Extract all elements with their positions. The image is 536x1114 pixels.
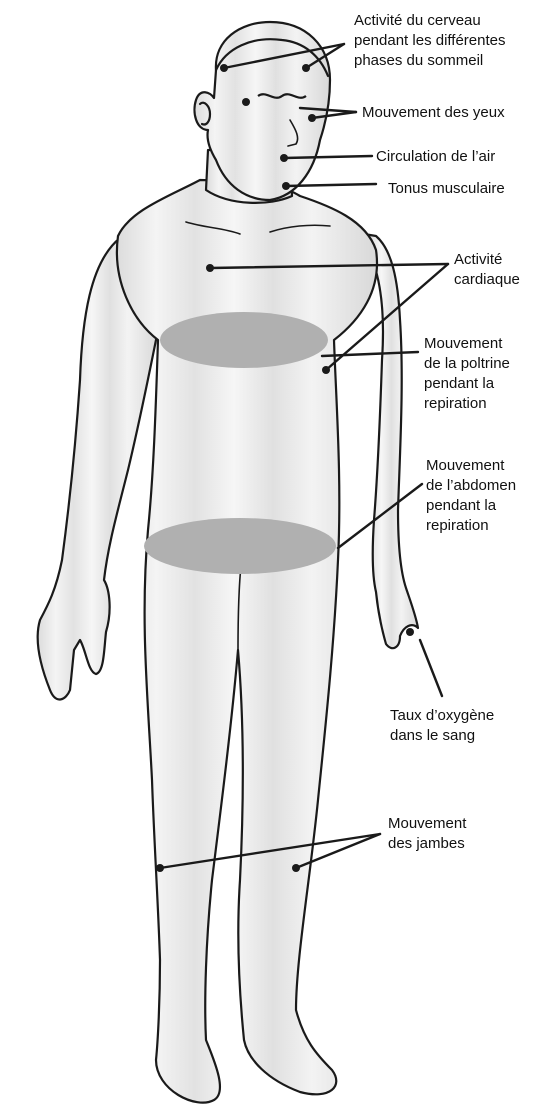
label-abdomen-movement: Mouvement de l’abdomen pendant la repira…	[426, 456, 516, 536]
label-air-circulation: Circulation de l’air	[376, 147, 495, 167]
dot-eye-left	[242, 98, 250, 106]
chest-band	[160, 312, 328, 368]
line-oxygen	[420, 640, 442, 696]
label-muscle-tone: Tonus musculaire	[388, 179, 505, 199]
label-chest-movement: Mouvement de la poltrine pendant la repi…	[424, 334, 510, 414]
dot-oxygen	[406, 628, 414, 636]
abdomen-band	[144, 518, 336, 574]
label-leg-movement: Mouvement des jambes	[388, 814, 466, 854]
label-blood-oxygen: Taux d’oxygène dans le sang	[390, 706, 494, 746]
label-heart-activity: Activité cardiaque	[454, 250, 520, 290]
line-chest	[322, 352, 418, 356]
label-brain-activity: Activité du cerveau pendant les différen…	[354, 11, 506, 71]
label-eye-movement: Mouvement des yeux	[362, 103, 505, 123]
